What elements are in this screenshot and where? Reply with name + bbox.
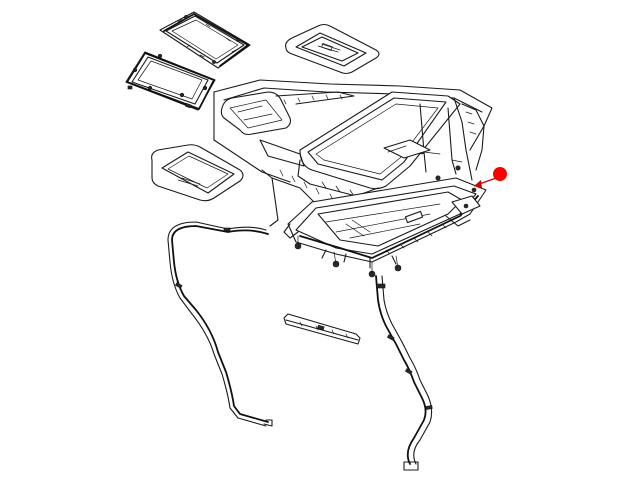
callout-arrowhead [474, 180, 482, 188]
roof-panel-structure [213, 79, 493, 227]
sunroof-frame-tray [283, 177, 487, 278]
right-drain-hose [375, 275, 433, 471]
rear-glass-panel [285, 23, 380, 75]
callout-dot [493, 167, 507, 181]
glass-frame-upper [159, 11, 251, 69]
glass-frame-lower [125, 51, 216, 111]
left-drain-hose [167, 221, 273, 427]
callout-marker [473, 167, 507, 188]
front-glass-panel [151, 144, 244, 202]
fastener-screws [294, 235, 402, 278]
wind-deflector-strip [283, 313, 361, 345]
